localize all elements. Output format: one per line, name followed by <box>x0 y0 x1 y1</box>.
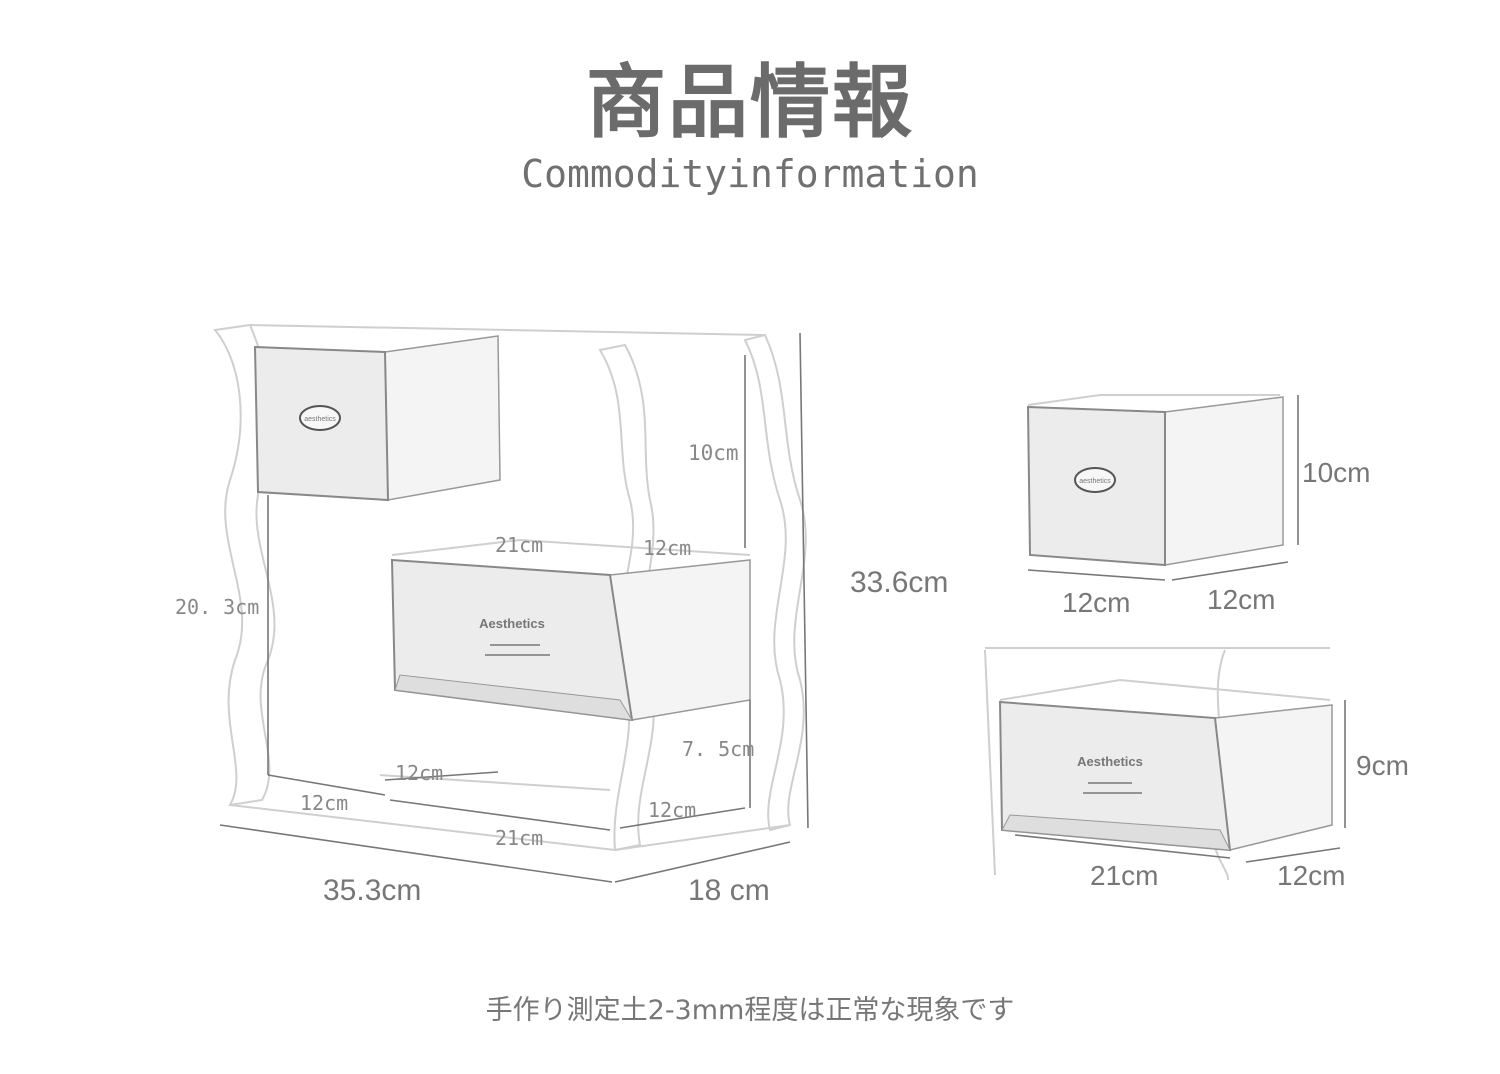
large-drawer-side <box>609 559 751 721</box>
small-detail-label-width: 12cm <box>1062 587 1130 618</box>
large-detail-label-depth: 12cm <box>1277 860 1345 891</box>
label-lower-height: 7. 5cm <box>682 737 754 761</box>
label-left-height: 20. 3cm <box>175 595 259 619</box>
base-edge <box>229 804 791 852</box>
large-detail-dim-width <box>1014 834 1231 859</box>
footer-note: 手作り測定土2-3mm程度は正常な現象です <box>485 995 1015 1026</box>
label-large-drawer-width: 21cm <box>495 533 543 557</box>
large-drawer-detail: Aesthetics 9cm 21cm 12cm <box>984 647 1409 891</box>
small-detail-label-height: 10cm <box>1302 457 1370 488</box>
large-detail-logo: Aesthetics <box>1077 754 1143 769</box>
dim-line-total-width <box>219 824 613 883</box>
label-large-drawer-depth: 12cm <box>643 536 691 560</box>
title-japanese: 商品情報 <box>586 56 914 149</box>
label-base-right-depth: 12cm <box>648 798 696 822</box>
label-total-height: 33.6cm <box>850 566 948 599</box>
small-detail-top-edge <box>1027 394 1280 406</box>
large-detail-label-width: 21cm <box>1090 860 1158 891</box>
main-unit: aesthetics Aesthetics 10cm 20. 3cm 21cm … <box>175 323 948 907</box>
label-base-width: 21cm <box>495 826 543 850</box>
dim-line-base-width <box>389 799 611 831</box>
label-total-depth: 18 cm <box>688 874 770 907</box>
dim-line-inner-depth <box>384 771 499 781</box>
label-drawer-height: 10cm <box>688 441 739 465</box>
label-inner-depth: 12cm <box>395 761 443 785</box>
small-detail-dim-width <box>1027 569 1166 581</box>
small-detail-handle-icon <box>1074 467 1116 493</box>
large-detail-dim-depth <box>1245 847 1341 863</box>
large-detail-top-edge <box>999 678 1331 701</box>
large-detail-bottom <box>1001 814 1231 851</box>
small-drawer-logo: aesthetics <box>304 416 336 423</box>
dim-line-total-height <box>799 332 809 829</box>
large-drawer-bottom <box>394 674 633 721</box>
large-drawer-top <box>391 538 751 556</box>
small-detail-logo: aesthetics <box>1079 478 1111 485</box>
small-drawer-detail: aesthetics 10cm 12cm 12cm <box>1026 394 1370 618</box>
dim-line-base-left-depth <box>267 774 386 796</box>
label-total-width: 35.3cm <box>323 874 421 907</box>
small-detail-label-depth: 12cm <box>1207 584 1275 615</box>
large-detail-frame-left <box>984 649 996 876</box>
dim-line-base-right-depth <box>619 807 746 829</box>
title-english: Commodityinformation <box>521 152 979 196</box>
small-drawer-side <box>384 335 501 501</box>
back-top-edge <box>249 324 766 336</box>
large-detail-side <box>1214 704 1333 851</box>
right-wavy-panel <box>598 343 655 852</box>
label-base-left-depth: 12cm <box>300 791 348 815</box>
dim-line-total-depth <box>614 841 791 883</box>
small-detail-side <box>1164 396 1284 566</box>
small-drawer-handle-icon <box>299 405 341 431</box>
large-drawer-logo: Aesthetics <box>479 616 545 631</box>
small-detail-dim-depth <box>1171 561 1289 581</box>
large-detail-label-height: 9cm <box>1356 750 1409 781</box>
